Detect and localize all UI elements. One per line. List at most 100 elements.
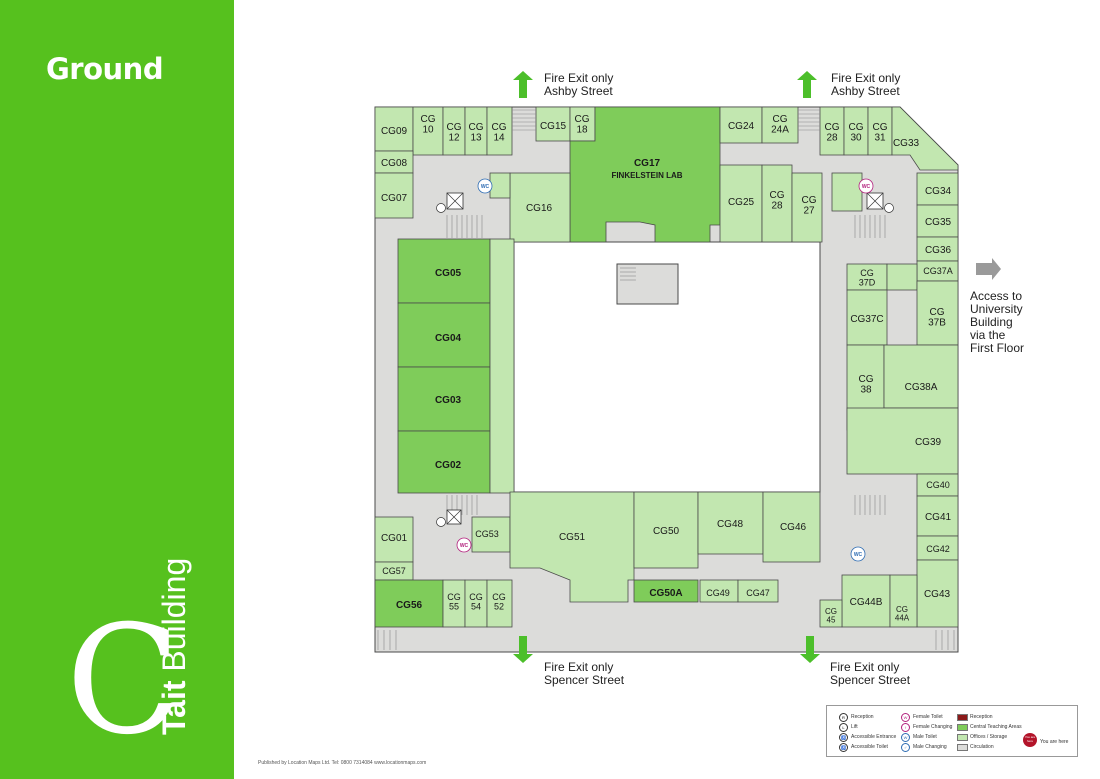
- room-cg53[interactable]: [471, 516, 511, 553]
- room-cg24[interactable]: [719, 106, 763, 144]
- room-cg44a[interactable]: [889, 574, 918, 628]
- room-label-cg38a: CG38A: [905, 382, 938, 393]
- room-cg18[interactable]: [569, 106, 596, 142]
- room-cg01[interactable]: [374, 516, 414, 563]
- room-label-cg15: CG15: [540, 121, 567, 132]
- room-cg05[interactable]: [397, 238, 491, 304]
- room-cg46[interactable]: [762, 491, 821, 563]
- access-line: University: [970, 302, 1023, 316]
- room-cg10[interactable]: [412, 106, 444, 156]
- room-cg14[interactable]: [486, 106, 513, 156]
- room-cg15[interactable]: [535, 106, 571, 142]
- access-line: Access to: [970, 289, 1023, 303]
- female-changing-icon: ♀: [901, 723, 910, 732]
- legend-male-changing: Male Changing: [913, 744, 947, 750]
- access-line: via the: [970, 328, 1006, 342]
- room-cg48[interactable]: [697, 491, 764, 555]
- room-cg50a[interactable]: [633, 579, 699, 603]
- lift-icon: L: [839, 723, 848, 732]
- exit-arrow-down-icon: [513, 636, 533, 663]
- room-label-cg02: CG02: [435, 460, 462, 471]
- accessible-toilet-icon: ♿: [839, 743, 848, 752]
- room-label-cg57: CG57: [382, 566, 406, 576]
- room-label-cg04: CG04: [435, 333, 462, 344]
- male-toilet-icon: W: [901, 733, 910, 742]
- access-line: Building: [970, 315, 1013, 329]
- room-cg25[interactable]: [719, 164, 763, 243]
- room-label-cg25: CG25: [728, 197, 755, 208]
- room-label-cg08: CG08: [381, 158, 408, 169]
- access-arrow-icon: [976, 258, 1001, 280]
- room-cg39[interactable]: [846, 407, 959, 475]
- room-label-cg09: CG09: [381, 126, 408, 137]
- room-label-cg51: CG51: [559, 532, 586, 543]
- lift-icons: [436, 192, 894, 527]
- room-label-cg03: CG03: [435, 395, 462, 406]
- building-letter: C: [66, 594, 181, 768]
- room-cg47[interactable]: [737, 579, 779, 603]
- map-legend: R Reception L Lift ♿ Accessible Entrance…: [826, 705, 1078, 757]
- legend-accessible-entrance: Accessible Entrance: [851, 734, 897, 740]
- room-cg24a[interactable]: [761, 106, 799, 144]
- exit-arrows: [513, 71, 820, 663]
- room-cg37b[interactable]: [916, 280, 959, 346]
- room-cg52[interactable]: [486, 579, 513, 628]
- room-corridor-strip: [489, 238, 515, 494]
- room-label-cg17: CG17: [634, 158, 661, 169]
- exit-label-top-right: Fire Exit only Ashby Street: [831, 72, 900, 98]
- room-cg28a[interactable]: [819, 106, 845, 156]
- exit-line2: Spencer Street: [830, 673, 911, 687]
- room-cg43[interactable]: [916, 559, 959, 628]
- lab-name: FINKELSTEIN LAB: [611, 171, 682, 180]
- room-label-cg36: CG36: [925, 245, 952, 256]
- room-cg56[interactable]: [374, 579, 444, 628]
- room-cg03[interactable]: [397, 366, 491, 432]
- exit-label-bottom-right: Fire Exit only Spencer Street: [830, 661, 910, 687]
- swatch-central-teaching: [957, 724, 968, 731]
- room-cg28b[interactable]: [761, 164, 793, 243]
- room-cg45[interactable]: [819, 599, 843, 628]
- exit-line1: Fire Exit only: [830, 660, 900, 674]
- room-label-cg34: CG34: [925, 186, 952, 197]
- room-cg17[interactable]: [569, 106, 721, 243]
- exit-line1: Fire Exit only: [544, 660, 614, 674]
- room-cg31[interactable]: [867, 106, 893, 156]
- legend-female-toilet: Female Toilet: [913, 714, 943, 720]
- room-cg30[interactable]: [843, 106, 869, 156]
- room-cg16[interactable]: [509, 172, 571, 243]
- swatch-circulation: [957, 744, 968, 751]
- wc-label: WC: [862, 184, 871, 190]
- room-cg41[interactable]: [916, 495, 959, 537]
- room-label-cg56: CG56: [396, 600, 423, 611]
- room-cg50[interactable]: [633, 491, 699, 569]
- room-cg04[interactable]: [397, 302, 491, 368]
- room-label-cg49: CG49: [706, 588, 730, 598]
- room-cg07[interactable]: [374, 172, 414, 219]
- room-cg33[interactable]: [891, 106, 959, 171]
- exit-arrow-down-icon: [800, 636, 820, 663]
- legend-you-are-here: You are here: [1040, 739, 1069, 745]
- room-label-cg37c: CG37C: [850, 314, 883, 325]
- male-changing-icon: ♂: [901, 743, 910, 752]
- room-cg38a[interactable]: [883, 344, 959, 409]
- room-cg27[interactable]: [791, 172, 823, 243]
- room-label-cg47: CG47: [746, 588, 770, 598]
- wc-badges: WC WC WC WC: [456, 178, 874, 562]
- legend-offices-storage: Offices / Storage: [970, 734, 1008, 740]
- room-cg44b[interactable]: [841, 574, 891, 628]
- room-cg37d[interactable]: [846, 263, 888, 291]
- room-cg02[interactable]: [397, 430, 491, 494]
- room-cg37c[interactable]: [846, 289, 888, 346]
- swatch-offices-storage: [957, 734, 968, 741]
- access-line: First Floor: [970, 341, 1024, 355]
